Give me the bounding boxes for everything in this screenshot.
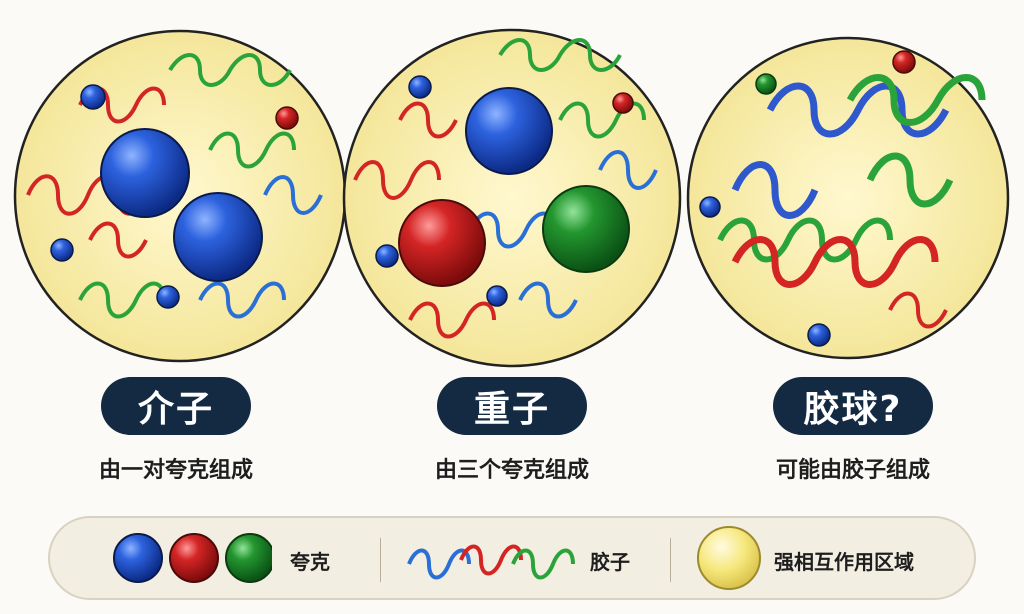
quark-red [398,199,486,287]
small-particle [275,106,299,130]
baryon-panel [342,28,682,368]
legend-quark-label: 夸克 [290,550,330,574]
gluon-coil [498,38,622,72]
gluon-coil [198,281,286,319]
gluon-coil [408,301,496,339]
gluon-coil [518,281,578,319]
quark-red-icon [169,533,219,583]
small-particle [50,238,74,262]
quark-legend-icon [113,533,272,583]
gluon-coil [731,161,819,219]
gluon-coil [88,221,148,259]
panel-title-text: 胶球? [803,389,903,430]
panel-title-text: 重子 [473,389,550,430]
gluon-coil [398,101,458,139]
meson-panel [13,29,347,363]
legend-divider [380,538,381,582]
region-ball-icon [697,526,761,590]
gluon-coil [598,150,658,190]
quark-blue [173,192,263,282]
gluon-coil [766,82,950,138]
glueball-region [686,36,1010,360]
gluon-coil [78,281,166,319]
gluon-coil [208,131,296,169]
gluon-coil [888,291,948,329]
gluon-coil [168,53,292,87]
region-legend-icon [697,526,761,590]
legend: 夸克 胶子 强相互作用区域 [48,516,976,600]
small-particle [486,285,508,307]
small-particle [80,84,106,110]
gluon-coil [866,152,954,208]
quark-blue-icon [113,533,163,583]
gluon-red-icon [459,544,523,576]
legend-gluon-label: 胶子 [590,550,630,574]
gluon-coil [731,236,939,288]
quark-green [542,185,630,273]
small-particle [375,244,399,268]
panel-subtitle-meson: 由一对夸克组成 [98,458,253,483]
gluon-green-icon [511,548,575,580]
gluon-coil [263,175,323,215]
gluon-blue-icon [407,548,471,580]
quark-green-icon [225,533,272,583]
small-particle [755,73,777,95]
panel-title-glueball: 胶球? [773,377,933,435]
gluon-coil [846,74,986,126]
small-particle [408,75,432,99]
small-particle [612,92,634,114]
legend-divider [670,538,671,582]
gluon-coil [468,211,556,249]
small-particle [156,285,180,309]
quark-blue [100,128,190,218]
gluon-coil [717,217,893,263]
panel-title-meson: 介子 [101,377,251,435]
legend-region-label: 强相互作用区域 [774,550,914,574]
panel-subtitle-glueball: 可能由胶子组成 [775,458,930,483]
gluon-coil [353,160,441,200]
panel-title-text: 介子 [137,389,214,430]
small-particle [699,196,721,218]
small-particle [892,50,916,74]
panel-title-baryon: 重子 [437,377,587,435]
panel-subtitle-baryon: 由三个夸克组成 [434,458,589,483]
gluon-legend-icon [407,544,575,580]
quark-blue [465,87,553,175]
glueball-panel [686,36,1010,360]
small-particle [807,323,831,347]
